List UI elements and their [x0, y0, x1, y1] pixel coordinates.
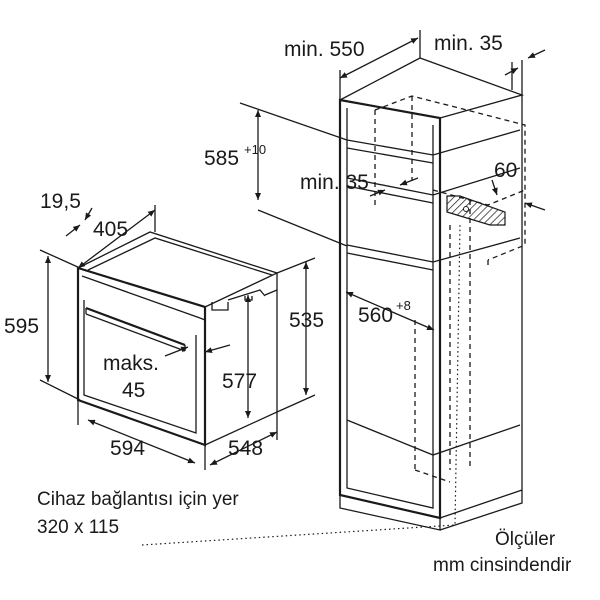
- units-note-line2: mm cinsindendir: [433, 555, 572, 576]
- label-maks: maks.: [103, 352, 159, 375]
- label-19-5: 19,5: [40, 190, 81, 213]
- label-595: 595: [4, 315, 39, 338]
- label-548: 548: [228, 437, 263, 460]
- connection-space-label: Cihaz bağlantısı için yer: [37, 489, 239, 510]
- label-45: 45: [122, 379, 145, 402]
- label-min-550: min. 550: [284, 38, 365, 61]
- units-note-line1: Ölçüler: [495, 529, 556, 550]
- label-405: 405: [93, 218, 128, 241]
- label-min-35-top: min. 35: [434, 32, 503, 55]
- label-585: 585: [204, 147, 239, 170]
- label-535: 535: [289, 309, 324, 332]
- label-585-sup: +10: [244, 142, 266, 157]
- tall-cabinet: [338, 57, 526, 531]
- oven-body: [76, 231, 279, 447]
- connection-area-hatch: [446, 195, 506, 226]
- label-560: 560: [358, 304, 393, 327]
- connection-space-size: 320 x 115: [37, 517, 119, 538]
- label-594: 594: [110, 437, 145, 460]
- label-560-sup: +8: [396, 298, 411, 313]
- label-577: 577: [222, 370, 257, 393]
- label-min-35-mid: min. 35: [300, 171, 369, 194]
- label-60: 60: [494, 159, 517, 182]
- dimension-lines: [39, 30, 546, 546]
